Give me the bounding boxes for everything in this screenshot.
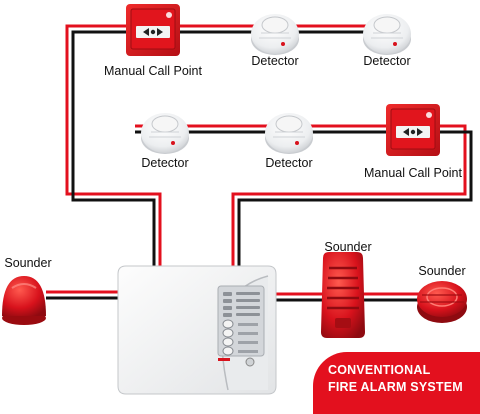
label-manual-call-point-mid: Manual Call Point — [364, 166, 462, 180]
manual-call-point-icon — [386, 104, 440, 156]
label-detector-top-2: Detector — [363, 54, 411, 68]
sounder-icon — [321, 252, 365, 338]
label-manual-call-point-top: Manual Call Point — [104, 64, 202, 78]
smoke-detector-icon — [265, 113, 313, 154]
wire-mid-black — [135, 130, 473, 268]
label-detector-top-1: Detector — [251, 54, 299, 68]
control-panel-icon — [117, 265, 277, 395]
title-banner — [313, 352, 480, 414]
banner-title: CONVENTIONAL FIRE ALARM SYSTEM — [328, 362, 463, 396]
banner-title-line-1: CONVENTIONAL — [328, 363, 431, 377]
label-sounder-center: Sounder — [324, 240, 372, 254]
sounder-icon — [417, 281, 467, 323]
label-sounder-right: Sounder — [418, 264, 466, 278]
smoke-detector-icon — [251, 14, 299, 55]
wire-top-red — [65, 24, 385, 268]
label-detector-mid-1: Detector — [141, 156, 189, 170]
label-detector-mid-2: Detector — [265, 156, 313, 170]
sounder-icon — [2, 276, 46, 325]
manual-call-point-icon — [126, 4, 180, 56]
wire-mid-red — [135, 124, 467, 268]
banner-title-line-2: FIRE ALARM SYSTEM — [328, 380, 463, 394]
smoke-detector-icon — [363, 14, 411, 55]
smoke-detector-icon — [141, 113, 189, 154]
label-sounder-left: Sounder — [4, 256, 52, 270]
